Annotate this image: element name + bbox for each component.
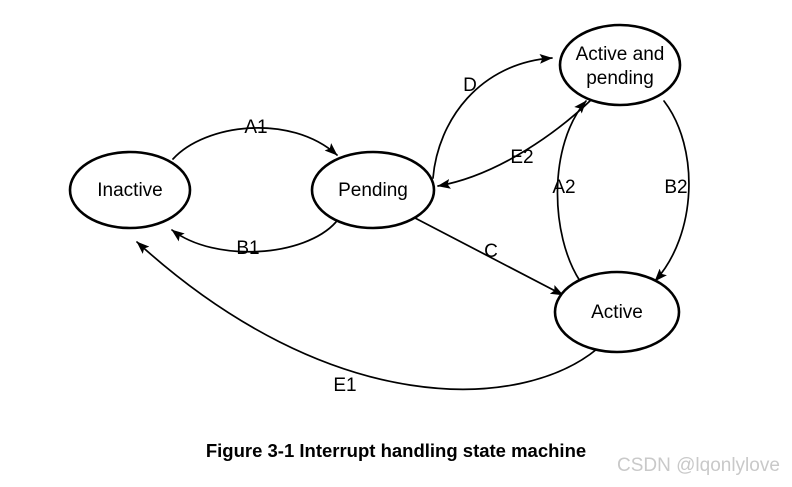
state-label-inactive: Inactive — [97, 180, 162, 201]
state-node-active[interactable]: Active — [553, 270, 681, 354]
transition-label-a1: A1 — [244, 117, 267, 138]
state-shape-pending — [310, 150, 436, 230]
transition-path-e1 — [136, 241, 598, 391]
transition-path-a2 — [556, 100, 587, 282]
state-shape-active-and-pending — [558, 23, 682, 107]
state-label-pending: Pending — [338, 180, 408, 201]
transition-label-b2: B2 — [664, 177, 687, 198]
state-node-active-and-pending[interactable]: Active and pending — [558, 23, 682, 107]
state-shape-inactive — [68, 150, 192, 230]
transition-path-c — [414, 217, 564, 296]
state-label-active-and-pending-line2: pending — [586, 68, 654, 89]
state-label-active: Active — [591, 302, 643, 323]
transition-labels-layer: A1 B1 C D E2 A2 B2 E1 — [236, 75, 687, 396]
states-layer: Inactive Pending Active and pending Acti… — [68, 23, 682, 354]
transition-path-a1 — [172, 127, 338, 160]
transition-label-b1: B1 — [236, 238, 259, 259]
transition-path-d — [432, 53, 553, 179]
figure-caption: Figure 3-1 Interrupt handling state mach… — [205, 440, 587, 461]
transitions-layer — [136, 53, 690, 391]
transition-path-b2 — [654, 100, 690, 282]
state-node-pending[interactable]: Pending — [310, 150, 436, 230]
transition-label-a2: A2 — [552, 177, 575, 198]
transition-path-e2 — [437, 98, 593, 189]
state-label-active-and-pending-line1: Active and — [576, 44, 665, 65]
transition-label-e2: E2 — [510, 147, 533, 168]
transition-label-d: D — [463, 75, 477, 96]
transition-path-b1 — [171, 221, 337, 253]
state-node-inactive[interactable]: Inactive — [68, 150, 192, 230]
csdn-watermark: CSDN @lqonlylove — [617, 455, 780, 476]
transition-label-e1: E1 — [333, 375, 356, 396]
transition-label-c: C — [484, 241, 498, 262]
state-shape-active — [553, 270, 681, 354]
